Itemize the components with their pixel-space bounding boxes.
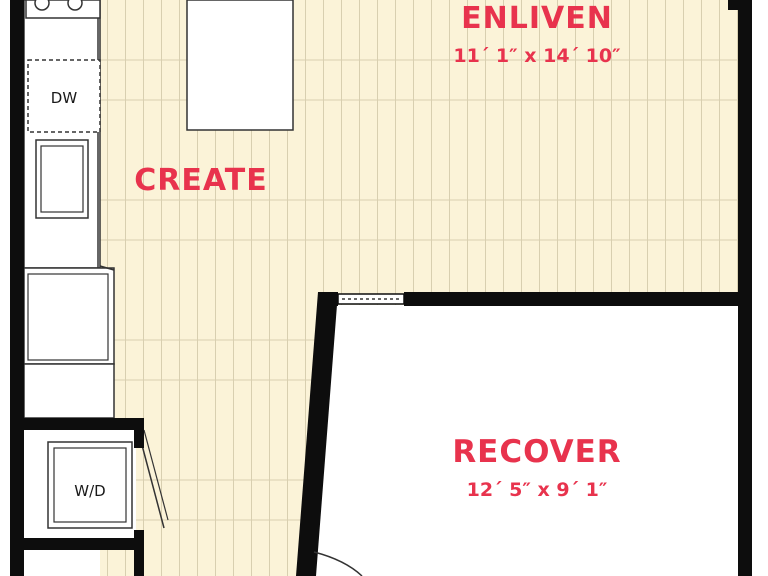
washer-dryer-label: W/D [74, 482, 105, 500]
room-label-create: CREATE [134, 163, 267, 198]
sink [35, 139, 89, 219]
bedroom-pocket-door [337, 293, 405, 305]
room-dims-recover: 12´ 5″ x 9´ 1″ [467, 479, 608, 501]
bedroom-door-swing [313, 551, 363, 576]
room-label-enliven: ENLIVEN [461, 1, 613, 36]
kitchen-counter [23, 0, 101, 269]
dishwasher: DW [27, 59, 101, 133]
bedroom-floor [305, 305, 742, 576]
burner-icon [67, 0, 83, 11]
refrigerator [23, 265, 115, 365]
burner-icon [34, 0, 50, 11]
room-label-recover: RECOVER [452, 434, 621, 470]
laundry-closet: W/D [24, 428, 169, 540]
dishwasher-label: DW [51, 89, 78, 107]
pantry-cabinet [23, 363, 115, 419]
room-dims-enliven: 11´ 1″ x 14´ 10″ [453, 45, 621, 67]
walls [10, 0, 752, 576]
kitchen-island [186, 0, 294, 131]
stove [25, 0, 101, 19]
